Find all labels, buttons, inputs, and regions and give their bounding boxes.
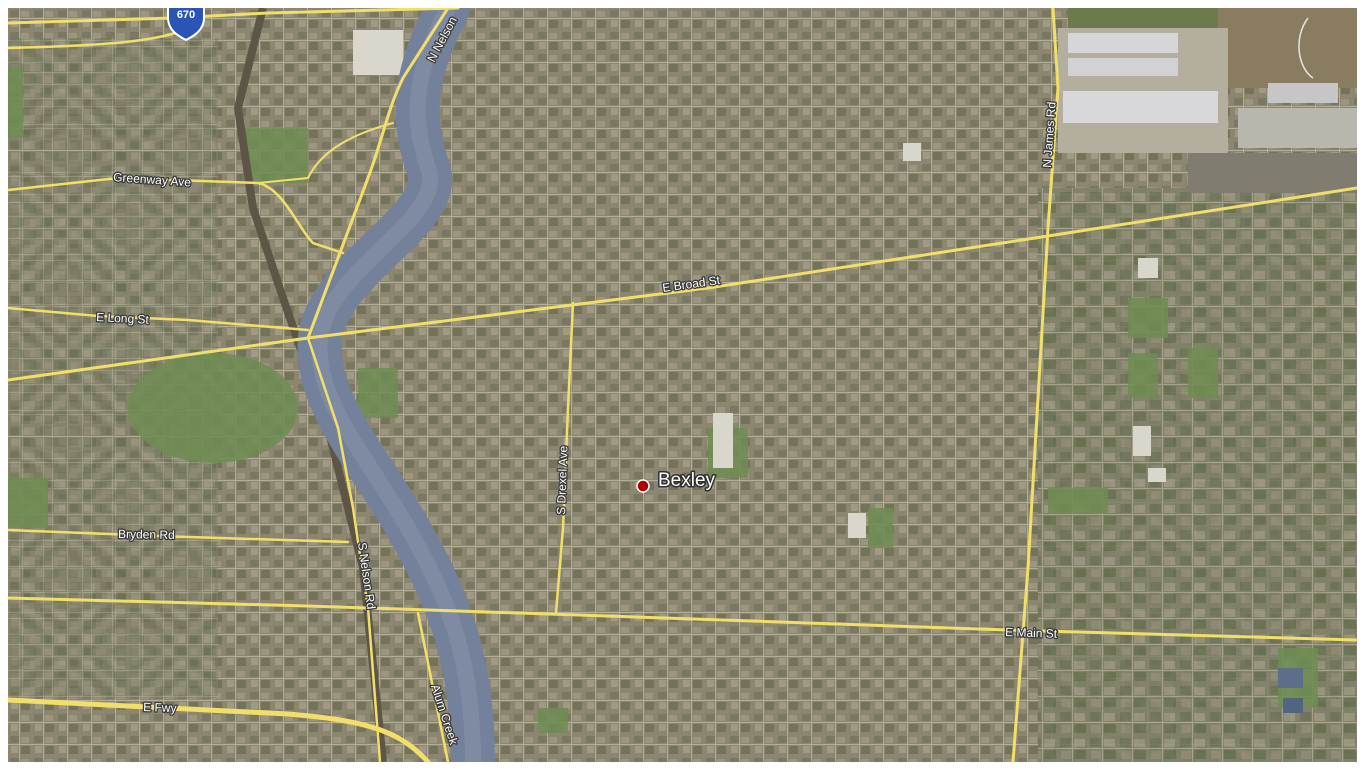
road-greenway-north <box>257 122 394 184</box>
road-bryden <box>8 528 350 544</box>
road-i670 <box>8 8 460 25</box>
label-e-fwy: E Fwy <box>143 700 177 715</box>
label-e-long-st: E Long St <box>96 310 150 327</box>
river-highlight <box>311 8 481 762</box>
road-e-fwy <box>8 697 431 762</box>
road-n-nelson <box>306 8 450 340</box>
industrial-area <box>1058 8 1357 193</box>
road-n-james <box>1011 8 1060 762</box>
label-s-drexel-ave: S Drexel Ave <box>554 445 570 515</box>
interstate-shield: 670 <box>167 8 205 42</box>
label-greenway-ave: Greenway Ave <box>113 170 192 189</box>
buildings <box>353 30 1303 713</box>
label-e-main-st: E Main St <box>1005 625 1058 641</box>
place-marker-dot[interactable] <box>636 479 650 493</box>
road-e-broad <box>8 186 1357 382</box>
road-s-drexel <box>554 301 575 615</box>
map-viewport[interactable]: 670 N Nelson Greenway Ave E Broad St E L… <box>8 8 1357 762</box>
road-e-main <box>8 596 1357 642</box>
place-marker-bexley[interactable]: Bexley <box>636 469 717 493</box>
label-n-james-rd: N James Rd <box>1040 101 1059 168</box>
roads <box>8 8 1357 762</box>
label-bryden-rd: Bryden Rd <box>118 527 175 542</box>
shield-number: 670 <box>177 9 195 21</box>
road-alum-creek <box>416 611 450 762</box>
road-e-long <box>8 306 310 332</box>
road-s-nelson <box>306 336 382 762</box>
satellite-map[interactable]: 670 N Nelson Greenway Ave E Broad St E L… <box>8 8 1357 762</box>
place-label-bexley: Bexley <box>658 470 716 491</box>
